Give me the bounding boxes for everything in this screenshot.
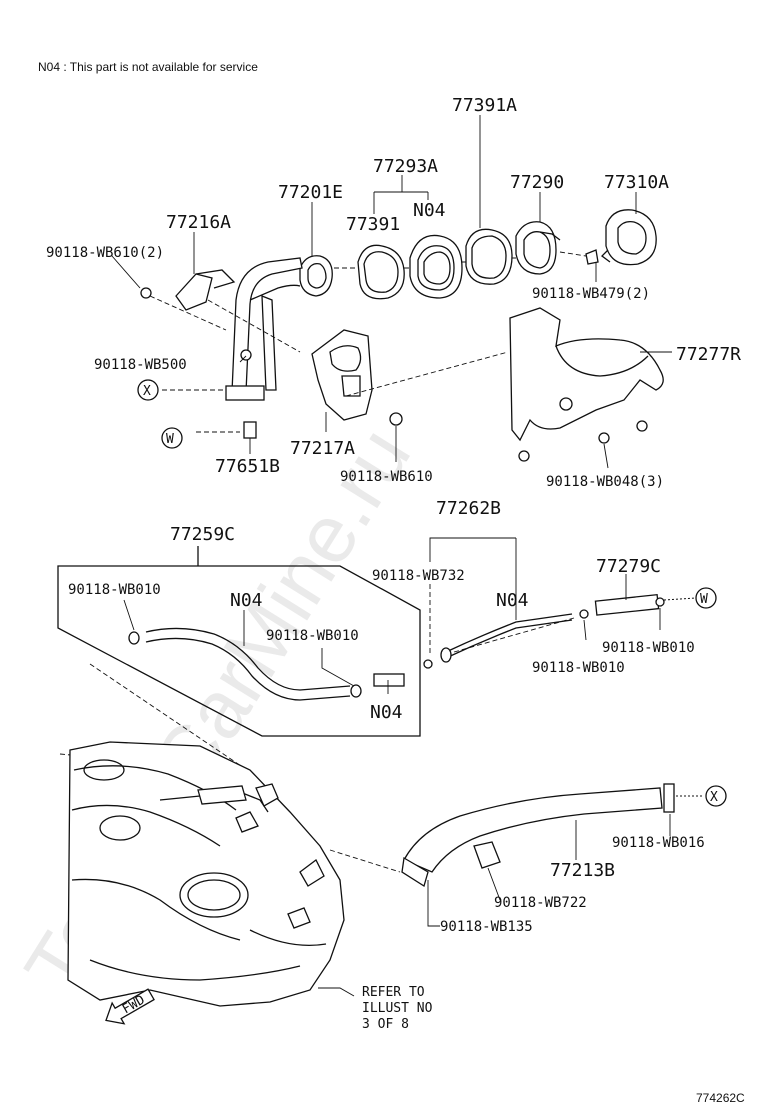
clip-group-top <box>140 249 648 462</box>
fuel-tank <box>67 741 345 1007</box>
connector-w-right: W <box>695 587 717 609</box>
svg-text:X: X <box>710 790 718 805</box>
hose-77651b <box>225 385 265 439</box>
tube-77279c <box>579 574 697 641</box>
illustration-id: 774262C <box>696 1091 745 1105</box>
shield-77277r <box>509 307 664 442</box>
svg-text:W: W <box>166 432 174 447</box>
service-note: N04 : This part is not available for ser… <box>38 60 258 74</box>
n04-ring <box>409 234 463 299</box>
label-77651b: 77651B <box>215 456 280 477</box>
leaders-middle <box>123 546 389 694</box>
label-90118-wb135: 90118-WB135 <box>440 919 533 935</box>
label-77290: 77290 <box>510 172 564 193</box>
label-77201e: 77201E <box>278 182 343 203</box>
leaders-top <box>111 115 672 469</box>
label-n04-top: N04 <box>413 200 446 221</box>
bracket-77217a <box>311 329 373 421</box>
label-77293a: 77293A <box>373 156 438 177</box>
label-90118-wb610: 90118-WB610 <box>340 469 433 485</box>
label-90118-wb479-2: 90118-WB479(2) <box>532 286 650 302</box>
label-90118-wb010-d: 90118-WB010 <box>532 660 625 676</box>
kit-box-77259c <box>57 546 421 773</box>
connector-x-top: X <box>137 379 159 401</box>
label-77277r: 77277R <box>676 344 741 365</box>
label-90118-wb610-2: 90118-WB610(2) <box>46 245 164 261</box>
gasket-77391 <box>357 244 405 300</box>
label-90118-wb010-c: 90118-WB010 <box>602 640 695 656</box>
label-3-of-8: 3 OF 8 <box>362 1017 409 1032</box>
fuel-cap-77310a <box>601 209 657 266</box>
label-90118-wb500: 90118-WB500 <box>94 357 187 373</box>
hose-n04-kit <box>128 627 405 701</box>
label-90118-wb048-3: 90118-WB048(3) <box>546 474 664 490</box>
label-77262b: 77262B <box>436 498 501 519</box>
label-illust-no: ILLUST NO <box>362 1001 433 1016</box>
filler-pipe <box>231 257 303 393</box>
label-n04-a: N04 <box>230 590 263 611</box>
bracket-77216a <box>175 269 236 311</box>
svg-text:X: X <box>143 384 151 399</box>
label-n04-c: N04 <box>370 702 403 723</box>
label-90118-wb010-a: 90118-WB010 <box>68 582 161 598</box>
label-90118-wb016: 90118-WB016 <box>612 835 705 851</box>
label-90118-wb732: 90118-WB732 <box>372 568 465 584</box>
leaders-bottom <box>318 814 671 997</box>
tube-77262b <box>423 537 575 669</box>
label-77279c: 77279C <box>596 556 661 577</box>
label-90118-wb722: 90118-WB722 <box>494 895 587 911</box>
gasket-77391a <box>465 228 513 285</box>
label-77213b: 77213B <box>550 860 615 881</box>
label-90118-wb010-b: 90118-WB010 <box>266 628 359 644</box>
label-n04-b: N04 <box>496 590 529 611</box>
inlet-77201e <box>299 255 333 297</box>
label-77310a: 77310A <box>604 172 669 193</box>
label-77217a: 77217A <box>290 438 355 459</box>
label-77391: 77391 <box>346 214 400 235</box>
label-refer-to: REFER TO <box>362 985 425 1000</box>
label-77259c: 77259C <box>170 524 235 545</box>
connector-w-top: W <box>161 427 183 449</box>
part-77290 <box>515 221 561 275</box>
label-77391a: 77391A <box>452 95 517 116</box>
connector-x-bottom: X <box>705 785 727 807</box>
svg-text:W: W <box>700 592 708 607</box>
filler-pipe-77213b <box>329 783 702 888</box>
label-77216a: 77216A <box>166 212 231 233</box>
